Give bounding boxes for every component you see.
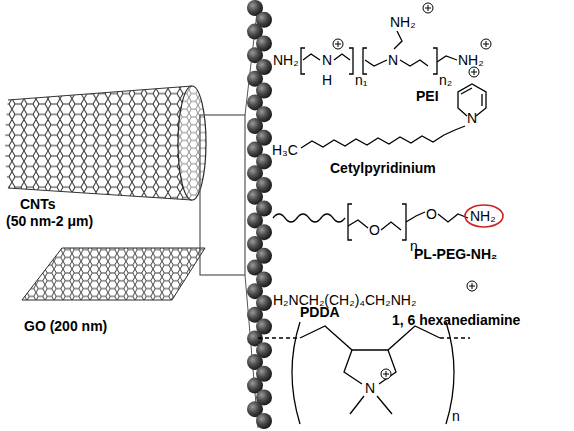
compound-name: PL-PEG-NH₂ — [414, 246, 497, 262]
carbon-atom — [256, 413, 272, 429]
atom-label: H — [322, 72, 332, 88]
chemical-group: NH₂ — [458, 52, 484, 68]
atom-label: N — [467, 110, 477, 126]
graphene-oxide-sheet — [22, 248, 205, 300]
atom-label: N — [388, 52, 398, 68]
carbon-nanotube — [5, 86, 206, 200]
chemical-group: H₂NCH₂(CH₂)₄CH₂NH₂ — [273, 292, 416, 308]
compound-name: Cetylpyridinium — [330, 160, 436, 176]
subscript-label: n₂ — [439, 72, 452, 88]
chemical-group: NH₂ — [390, 14, 416, 30]
chemical-group: NH₂ — [470, 208, 496, 224]
chemical-group: H₃C — [272, 142, 298, 158]
subscript-label: n — [452, 408, 460, 424]
chemical-group: NH₂ — [273, 52, 299, 68]
atom-label: N — [365, 380, 375, 396]
atom-label: O — [426, 206, 437, 222]
zoom-box — [200, 115, 245, 275]
atom-label: N — [322, 52, 332, 68]
chemical-bonds — [258, 31, 486, 424]
carbon-surface — [247, 0, 272, 429]
compound-name: PEI — [416, 88, 439, 104]
material-name: CNTs — [20, 196, 56, 212]
atom-label: O — [369, 222, 380, 238]
subscript-label: n₁ — [355, 72, 368, 88]
size-range: (50 nm-2 μm) — [6, 213, 93, 229]
compound-name: PDDA — [300, 304, 340, 320]
compound-name: 1, 6 hexanediamine — [392, 312, 520, 328]
material-name: GO (200 nm) — [24, 318, 107, 334]
highlight-ring — [465, 205, 503, 227]
